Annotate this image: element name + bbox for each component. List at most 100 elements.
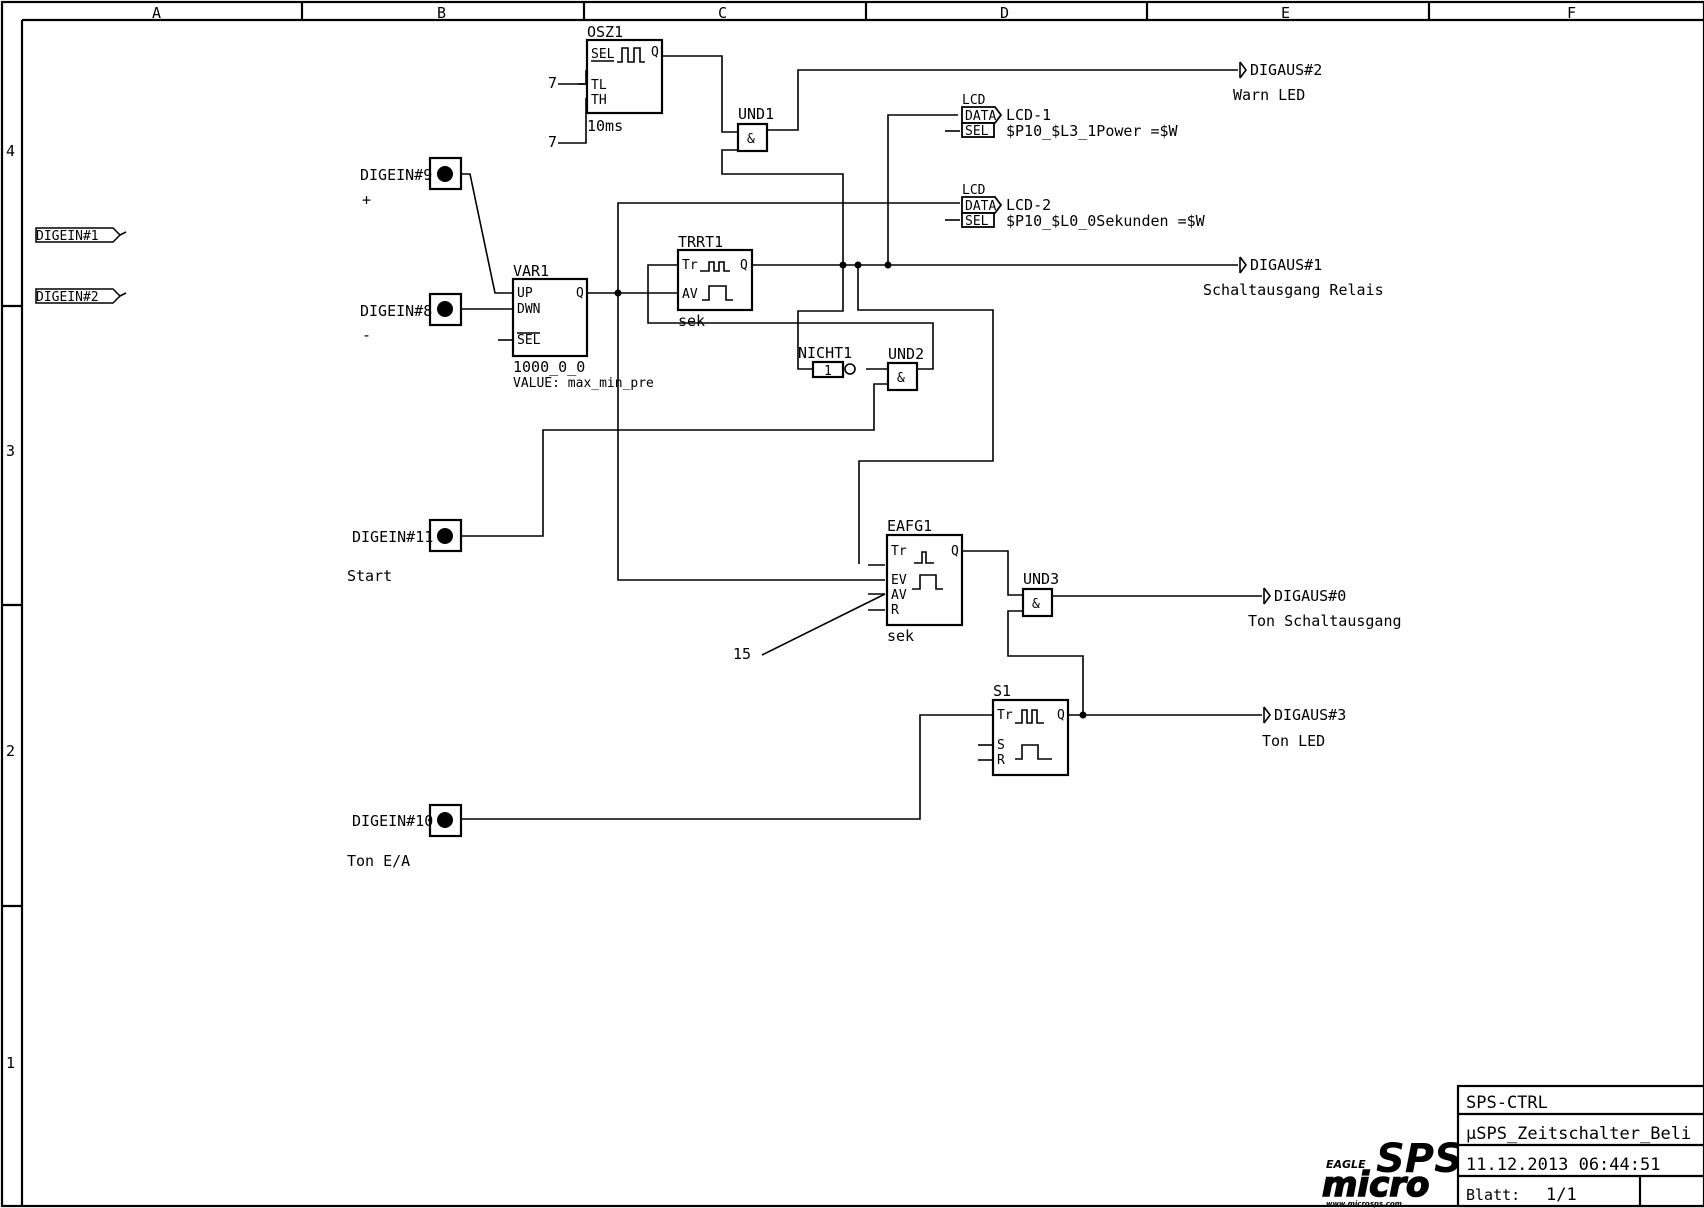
tl-const: 7 — [548, 74, 557, 92]
block-osz1[interactable]: OSZ1 SEL Q TL TH 10ms 7 7 — [548, 23, 664, 151]
block-eafg1[interactable]: EAFG1 Tr Q EV AV R sek 15 — [733, 517, 964, 663]
lcd-name: LCD-2 — [1006, 196, 1051, 214]
square-wave-icon — [617, 47, 645, 63]
switch-label: DIGEIN#10 — [352, 812, 433, 830]
switch-label: DIGEIN#8 — [360, 302, 432, 320]
block-name: TRRT1 — [678, 233, 723, 251]
output-caption: Schaltausgang Relais — [1203, 281, 1384, 299]
output-label: DIGAUS#1 — [1250, 256, 1322, 274]
column-label-a: A — [152, 4, 161, 22]
gate-symbol: & — [1032, 597, 1040, 612]
switch-digein8[interactable]: DIGEIN#8 - — [360, 292, 463, 344]
pulse-icon — [700, 261, 730, 272]
switch-caption: Start — [347, 567, 392, 585]
input-port-digein2[interactable]: DIGEIN#2 — [35, 288, 127, 305]
lcd-pin-sel: SEL — [965, 214, 989, 229]
switch-digein9[interactable]: DIGEIN#9 + — [360, 156, 463, 209]
pin-av: AV — [891, 588, 907, 603]
pin-q: Q — [1057, 708, 1065, 723]
push-button-icon — [437, 301, 453, 317]
output-port-digaus2[interactable]: DIGAUS#2 Warn LED — [1233, 61, 1322, 104]
sheet-value: 1/1 — [1546, 1185, 1577, 1205]
output-port-digaus3[interactable]: DIGAUS#3 Ton LED — [1262, 706, 1346, 750]
gate-name: UND1 — [738, 105, 774, 123]
output-caption: Ton LED — [1262, 732, 1325, 750]
gate-symbol: & — [897, 371, 905, 386]
logo-eagle: EAGLE — [1326, 1158, 1366, 1171]
column-label-e: E — [1281, 4, 1290, 22]
lcd-text: $P10_$L3_1Power =$W — [1006, 122, 1179, 140]
wires — [462, 55, 1262, 820]
block-var1[interactable]: VAR1 UP DWN SEL Q 1000_0_0 VALUE: max_mi… — [511, 262, 654, 391]
pulse-icon — [912, 574, 943, 590]
block-extra: VALUE: max_min_pre — [513, 376, 654, 391]
block-s1[interactable]: S1 Tr Q S R — [991, 682, 1070, 777]
logo-micro: micro — [1322, 1165, 1429, 1205]
column-label-d: D — [1000, 4, 1009, 22]
lcd-pin-data: DATA — [965, 109, 996, 124]
microsps-logo: EAGLE SPS micro www.microsps.com — [1321, 1136, 1463, 1208]
lcd-type: LCD — [962, 183, 986, 198]
file-name: µSPS_Zeitschalter_Beli — [1466, 1124, 1691, 1144]
lcd-1[interactable]: LCD DATA SEL LCD-1 $P10_$L3_1Power =$W — [961, 93, 1179, 140]
gate-nicht1[interactable]: NICHT1 1 — [798, 344, 856, 379]
block-value: sek — [678, 312, 705, 330]
pin-ev: EV — [891, 573, 907, 588]
pin-q: Q — [651, 45, 659, 60]
column-label-f: F — [1567, 4, 1576, 22]
switch-digein11[interactable]: DIGEIN#11 Start — [347, 518, 463, 585]
gate-und2[interactable]: UND2 & — [886, 345, 924, 392]
output-label: DIGAUS#2 — [1250, 61, 1322, 79]
switch-label: DIGEIN#9 — [360, 166, 432, 184]
switch-caption: Ton E/A — [347, 852, 410, 870]
push-button-icon — [437, 166, 453, 182]
gate-und3[interactable]: UND3 & — [1021, 570, 1059, 618]
pin-s: S — [997, 738, 1005, 753]
title-block: SPS-CTRL µSPS_Zeitschalter_Beli 11.12.20… — [1456, 1084, 1704, 1208]
block-value: 10ms — [587, 117, 623, 135]
output-port-digaus1[interactable]: DIGAUS#1 Schaltausgang Relais — [1203, 256, 1384, 299]
lcd-2[interactable]: LCD DATA SEL LCD-2 $P10_$L0_0Sekunden =$… — [961, 183, 1206, 230]
block-name: EAFG1 — [887, 517, 932, 535]
push-button-icon — [437, 528, 453, 544]
gate-name: UND2 — [888, 345, 924, 363]
gate-symbol: 1 — [824, 364, 832, 379]
lcd-type: LCD — [962, 93, 986, 108]
switch-label: DIGEIN#11 — [352, 528, 433, 546]
row-label-3: 3 — [6, 442, 15, 460]
output-label: DIGAUS#0 — [1274, 587, 1346, 605]
pin-tr: Tr — [997, 708, 1013, 723]
output-port-digaus0[interactable]: DIGAUS#0 Ton Schaltausgang — [1248, 587, 1402, 630]
block-trrt1[interactable]: TRRT1 Tr Q AV sek — [676, 233, 754, 330]
push-button-icon — [437, 812, 453, 828]
gate-name: NICHT1 — [798, 344, 852, 362]
pin-q: Q — [740, 258, 748, 273]
gate-name: UND3 — [1023, 570, 1059, 588]
sheet-label: Blatt: — [1466, 1186, 1520, 1204]
lcd-name: LCD-1 — [1006, 106, 1051, 124]
junction-dots — [614, 261, 1087, 719]
pin-tl: TL — [591, 78, 607, 93]
pulse-icon — [1015, 709, 1044, 724]
column-label-c: C — [718, 4, 727, 22]
switch-digein10[interactable]: DIGEIN#10 Ton E/A — [347, 803, 463, 870]
logo-sps: SPS — [1376, 1136, 1463, 1182]
pin-av: AV — [682, 287, 698, 302]
lcd-pin-data: DATA — [965, 199, 996, 214]
project-name: SPS-CTRL — [1466, 1093, 1548, 1113]
pin-sel: SEL — [517, 333, 541, 348]
gate-symbol: & — [747, 132, 755, 147]
lcd-text: $P10_$L0_0Sekunden =$W — [1006, 212, 1206, 230]
av-const: 15 — [733, 645, 751, 663]
input-port-digein1[interactable]: DIGEIN#1 — [35, 227, 127, 244]
gate-und1[interactable]: UND1 & — [736, 105, 774, 153]
output-caption: Warn LED — [1233, 86, 1305, 104]
block-name: VAR1 — [513, 262, 549, 280]
row-label-4: 4 — [6, 142, 15, 160]
switch-caption: + — [362, 191, 371, 209]
pin-tr: Tr — [891, 544, 907, 559]
pin-dwn: DWN — [517, 302, 540, 317]
block-name: S1 — [993, 682, 1011, 700]
